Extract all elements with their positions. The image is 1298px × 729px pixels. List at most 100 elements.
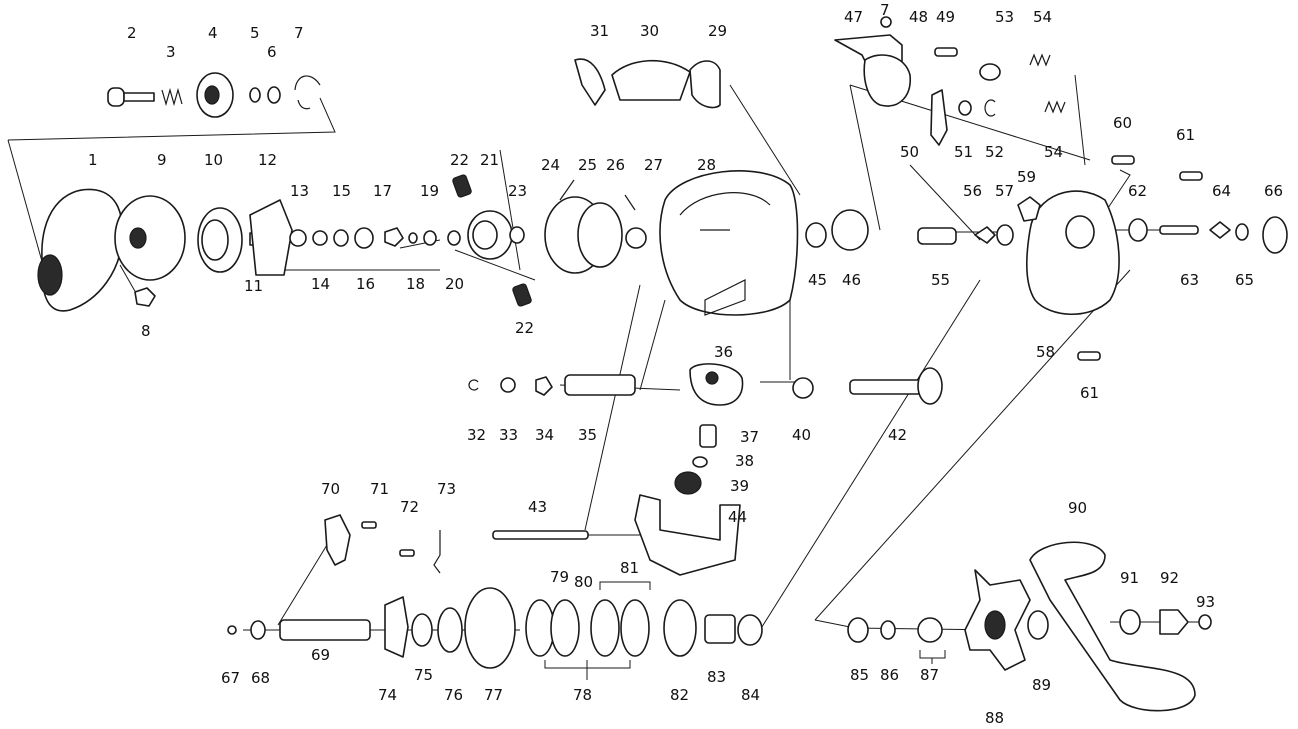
label-89: 89 (1032, 676, 1051, 694)
part-84 (737, 614, 763, 646)
part-19 (423, 230, 437, 246)
part-36-hole (705, 371, 719, 385)
label-62: 62 (1128, 182, 1147, 200)
washer-5 (249, 87, 261, 103)
label-40: 40 (792, 426, 811, 444)
label-79: 79 (550, 568, 569, 586)
label-90: 90 (1068, 499, 1087, 517)
label-91: 91 (1120, 569, 1139, 587)
part-59 (1017, 196, 1041, 222)
part-35 (564, 374, 636, 396)
label-63: 63 (1180, 271, 1199, 289)
part-85 (847, 617, 869, 643)
part-65 (1235, 223, 1249, 241)
part-92 (1159, 609, 1189, 635)
label-48-7: 7 (880, 1, 890, 19)
part-56 (974, 226, 996, 244)
cap-center-4 (204, 85, 220, 105)
part-14 (312, 230, 328, 246)
part-86 (880, 620, 896, 640)
label-30: 30 (640, 22, 659, 40)
label-37: 37 (740, 428, 759, 446)
part-16 (354, 227, 374, 249)
part-75 (411, 613, 433, 647)
frame-28-detail (679, 192, 771, 316)
part-43 (492, 530, 589, 540)
drag-washer-81b (620, 599, 650, 657)
label-71: 71 (370, 480, 389, 498)
label-22-top: 22 (450, 151, 469, 169)
part-57 (996, 224, 1014, 246)
label-49: 49 (936, 8, 955, 26)
label-42: 42 (888, 426, 907, 444)
label-45: 45 (808, 271, 827, 289)
label-38: 38 (735, 452, 754, 470)
label-78: 78 (573, 686, 592, 704)
washer-6 (267, 86, 281, 104)
label-10: 10 (204, 151, 223, 169)
part-67 (227, 625, 237, 635)
label-36: 36 (714, 343, 733, 361)
part-10-inner (201, 219, 229, 261)
spring-3 (161, 87, 183, 107)
gear-76 (437, 607, 463, 653)
label-33: 33 (499, 426, 518, 444)
label-80: 80 (574, 573, 593, 591)
part-37 (699, 424, 717, 448)
label-77: 77 (484, 686, 503, 704)
part-22-top (452, 174, 472, 198)
label-48: 48 (909, 8, 928, 26)
spool-24-back (577, 202, 623, 268)
part-89 (1027, 610, 1049, 640)
part-12 (249, 199, 293, 276)
label-50: 50 (900, 143, 919, 161)
label-76: 76 (444, 686, 463, 704)
part-8 (134, 287, 156, 307)
label-61-bottom: 61 (1080, 384, 1099, 402)
part-23 (509, 226, 525, 244)
label-1: 1 (88, 151, 98, 169)
part-49 (934, 47, 958, 57)
part-labels: 1 2 3 4 5 6 7 8 9 10 11 12 13 14 15 16 1… (88, 1, 1283, 727)
part-36 (689, 363, 744, 406)
thumb-bar-30 (611, 59, 691, 101)
part-87 (917, 617, 943, 643)
part-18 (408, 232, 418, 244)
label-93: 93 (1196, 593, 1215, 611)
part-34 (535, 376, 553, 396)
label-43: 43 (528, 498, 547, 516)
part-82 (663, 599, 697, 657)
label-2: 2 (127, 24, 137, 42)
label-4: 4 (208, 24, 218, 42)
part-68 (250, 620, 266, 640)
label-14: 14 (311, 275, 330, 293)
part-38 (692, 456, 708, 468)
label-22-bottom: 22 (515, 319, 534, 337)
part-47-plate (863, 54, 911, 107)
label-32: 32 (467, 426, 486, 444)
worm-gear-42 (917, 367, 943, 405)
drag-washer-79 (525, 599, 555, 657)
screw-61-bottom (1077, 351, 1101, 361)
label-65: 65 (1235, 271, 1254, 289)
drag-washer-81a (590, 599, 620, 657)
label-29: 29 (708, 22, 727, 40)
bracket-81 (599, 581, 651, 590)
label-17: 17 (373, 182, 392, 200)
label-27: 27 (644, 156, 663, 174)
drag-washer-80 (550, 599, 580, 657)
cover-knob (37, 254, 63, 296)
bracket-87 (919, 650, 946, 659)
star-drag-88-center (984, 610, 1006, 640)
part-73 (433, 530, 441, 574)
label-26: 26 (606, 156, 625, 174)
label-58: 58 (1036, 343, 1055, 361)
screw-71 (361, 521, 377, 529)
label-47: 47 (844, 8, 863, 26)
label-61-top: 61 (1176, 126, 1195, 144)
part-9-center (129, 227, 147, 249)
part-17 (384, 227, 404, 247)
label-57: 57 (995, 182, 1014, 200)
part-74 (384, 596, 409, 658)
